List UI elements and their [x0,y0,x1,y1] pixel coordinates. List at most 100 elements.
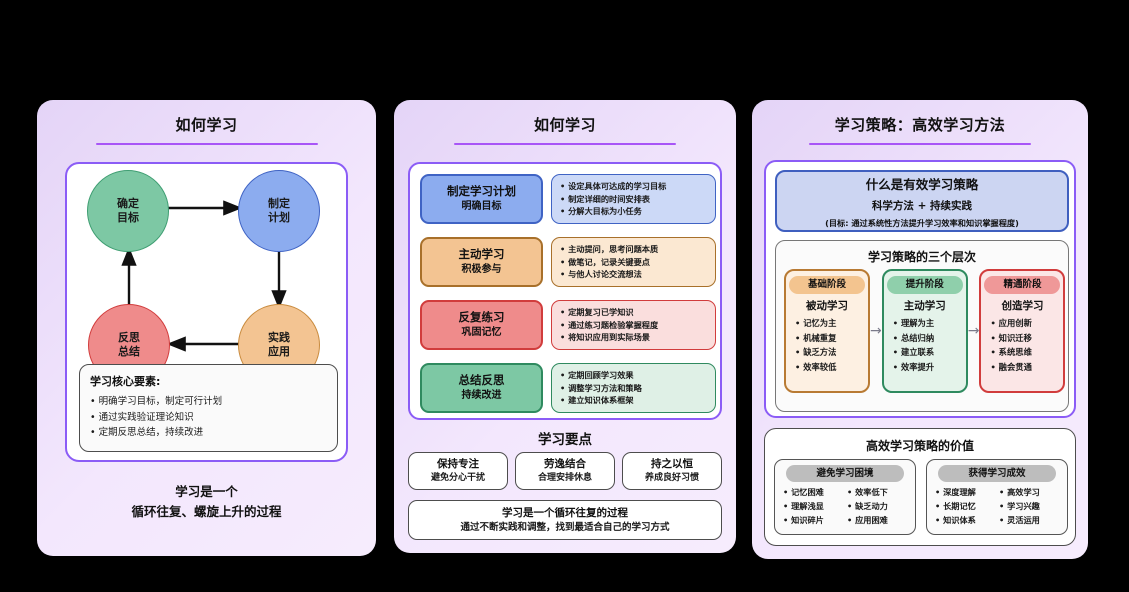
stage-name: 创造学习 [1001,300,1044,312]
step-row-review: 总结反思 持续改进 定期回顾学习效果 调整学习方法和策略 建立知识体系框架 [420,363,716,413]
step-row-practice: 反复练习 巩固记忆 定期复习已学知识 通过练习题检验掌握程度 将知识应用到实际场… [420,300,716,350]
panel1-footer-line2: 循环往复、螺旋上升的过程 [131,504,282,519]
list-item: 缺乏方法 [795,345,865,360]
list-item: 深度理解 [935,486,995,500]
step-title: 制定学习计划 [447,184,516,199]
stage-items: 理解为主 总结归纳 建立联系 效率提升 [887,316,963,374]
step-details-practice: 定期复习已学知识 通过练习题检验掌握程度 将知识应用到实际场景 [551,300,716,350]
summary-line2: 通过不断实践和调整，找到最适合自己的学习方式 [460,521,670,533]
list-item: 知识迁移 [990,331,1060,346]
keypoint-sub: 避免分心干扰 [430,472,485,483]
list-item: 灵活运用 [999,514,1059,528]
node-plan[interactable]: 制定 计划 [238,170,320,252]
list-item: 与他人讨论交流想法 [560,268,709,281]
keypoints-title: 学习要点 [538,432,592,448]
flow-arrows [121,200,287,352]
stage-name: 被动学习 [806,300,848,312]
node-reflect-line2: 总结 [118,345,140,358]
value-badge: 获得学习成效 [938,465,1056,482]
stage-master[interactable]: 精通阶段 创造学习 应用创新 知识迁移 系统思维 融会贯通 [979,269,1066,393]
value-badge: 避免学习困境 [786,465,904,482]
list-item: 明确学习目标，制定可行计划 [90,394,327,410]
list-item: 缺乏动力 [847,500,907,514]
stage-badge: 提升阶段 [886,276,963,294]
stage-arrow-icon: → [967,323,980,339]
stage-badge: 精通阶段 [984,276,1061,294]
step-details-list: 主动提问，思考问题本质 做笔记，记录关键要点 与他人讨论交流想法 [560,243,709,281]
step-label-active[interactable]: 主动学习 积极参与 [420,237,543,287]
panel-learning-strategy: 学习策略：高效学习方法 什么是有效学习策略 科学方法 + 持续实践 (目标: 通… [752,100,1088,559]
node-plan-line2: 计划 [268,211,290,224]
list-item: 做笔记，记录关键要点 [560,256,709,269]
core-elements-box: 学习核心要素: 明确学习目标，制定可行计划 通过实践验证理论知识 定期反思总结，… [79,364,338,452]
node-goal[interactable]: 确定 目标 [87,170,169,252]
value-columns: 避免学习困境 记忆困难 理解浅显 知识碎片 效率低下 缺乏动力 应用困难 [774,459,1068,535]
list-item: 定期回顾学习效果 [560,369,709,382]
list-item: 总结归纳 [893,331,963,346]
step-details-list: 定期回顾学习效果 调整学习方法和策略 建立知识体系框架 [560,369,709,407]
step-details-review: 定期回顾学习效果 调整学习方法和策略 建立知识体系框架 [551,363,716,413]
value-col-gain[interactable]: 获得学习成效 深度理解 长期记忆 知识体系 高效学习 学习兴趣 灵活运用 [926,459,1068,535]
list-item: 建立知识体系框架 [560,394,709,407]
list-item: 定期复习已学知识 [560,306,709,319]
list-item: 将知识应用到实际场景 [560,331,709,344]
value-lists: 深度理解 长期记忆 知识体系 高效学习 学习兴趣 灵活运用 [931,486,1063,528]
step-label-plan[interactable]: 制定学习计划 明确目标 [420,174,543,224]
list-item: 知识体系 [935,514,995,528]
list-item: 调整学习方法和策略 [560,382,709,395]
list-item: 通过实践验证理论知识 [90,410,327,426]
stage-name: 主动学习 [903,300,946,312]
stage-improve[interactable]: 提升阶段 主动学习 理解为主 总结归纳 建立联系 效率提升 [881,269,968,393]
keypoint-sub: 合理安排休息 [537,472,592,483]
levels-title: 学习策略的三个层次 [867,250,976,264]
list-item: 高效学习 [999,486,1059,500]
panel2-title-divider [454,143,676,145]
list-item: 应用困难 [847,514,907,528]
step-details-active: 主动提问，思考问题本质 做笔记，记录关键要点 与他人讨论交流想法 [551,237,716,287]
value-col-avoid[interactable]: 避免学习困境 记忆困难 理解浅显 知识碎片 效率低下 缺乏动力 应用困难 [774,459,916,535]
panel2-summary-note: 学习是一个循环往复的过程 通过不断实践和调整，找到最适合自己的学习方式 [408,500,722,540]
value-list-a: 深度理解 长期记忆 知识体系 [935,486,995,528]
step-title: 主动学习 [458,247,505,262]
node-goal-line2: 目标 [117,211,139,224]
step-subtitle: 持续改进 [461,389,502,401]
strategy-card: 什么是有效学习策略 科学方法 + 持续实践 (目标: 通过系统性方法提升学习效率… [764,160,1076,418]
panel1-footer: 学习是一个 循环往复、螺旋上升的过程 [37,482,376,522]
step-details-plan: 设定具体可达成的学习目标 制定详细的时间安排表 分解大目标为小任务 [551,174,716,224]
step-title: 反复练习 [458,310,505,325]
step-label-practice[interactable]: 反复练习 巩固记忆 [420,300,543,350]
panel2-title: 如何学习 [533,116,596,134]
value-box: 高效学习策略的价值 避免学习困境 记忆困难 理解浅显 知识碎片 效率低下 缺乏动… [764,428,1076,546]
strategy-header-box: 什么是有效学习策略 科学方法 + 持续实践 (目标: 通过系统性方法提升学习效率… [775,170,1069,232]
node-practice-line2: 应用 [268,345,290,358]
list-item: 制定详细的时间安排表 [560,193,709,206]
node-reflect-line1: 反思 [118,331,140,345]
stage-items: 记忆为主 机械重复 缺乏方法 效率较低 [789,316,865,374]
list-item: 长期记忆 [935,500,995,514]
list-item: 设定具体可达成的学习目标 [560,180,709,193]
list-item: 效率低下 [847,486,907,500]
list-item: 效率较低 [795,360,865,375]
stage-arrow-icon: → [870,323,882,339]
list-item: 应用创新 [990,316,1060,331]
panel1-title: 如何学习 [175,116,238,134]
stage-basic[interactable]: 基础阶段 被动学习 记忆为主 机械重复 缺乏方法 效率较低 [784,269,870,393]
levels-box: 学习策略的三个层次 基础阶段 被动学习 记忆为主 机械重复 缺乏方法 效率较低 … [775,240,1069,412]
strategy-header-note: (目标: 通过系统性方法提升学习效率和知识掌握程度) [825,217,1019,228]
list-item: 记忆困难 [783,486,843,500]
keypoint-focus[interactable]: 保持专注 避免分心干扰 [408,452,508,490]
learning-cycle-card: 确定 目标 制定 计划 实践 应用 反思 总结 学习核心要素: 明确学习目标，制… [65,162,348,462]
panel3-title-divider [809,143,1031,145]
value-list-a: 记忆困难 理解浅显 知识碎片 [783,486,843,528]
core-elements-heading: 学习核心要素: [90,375,161,388]
list-item: 效率提升 [893,360,963,375]
keypoint-persistence[interactable]: 持之以恒 养成良好习惯 [622,452,722,490]
list-item: 分解大目标为小任务 [560,205,709,218]
panel1-footer-line1: 学习是一个 [175,484,238,499]
step-details-list: 设定具体可达成的学习目标 制定详细的时间安排表 分解大目标为小任务 [560,180,709,218]
step-label-review[interactable]: 总结反思 持续改进 [420,363,543,413]
node-practice-line1: 实践 [268,331,290,345]
stages-row: 基础阶段 被动学习 记忆为主 机械重复 缺乏方法 效率较低 → 提升阶段 主动学… [784,269,1066,393]
keypoint-balance[interactable]: 劳逸结合 合理安排休息 [515,452,615,490]
